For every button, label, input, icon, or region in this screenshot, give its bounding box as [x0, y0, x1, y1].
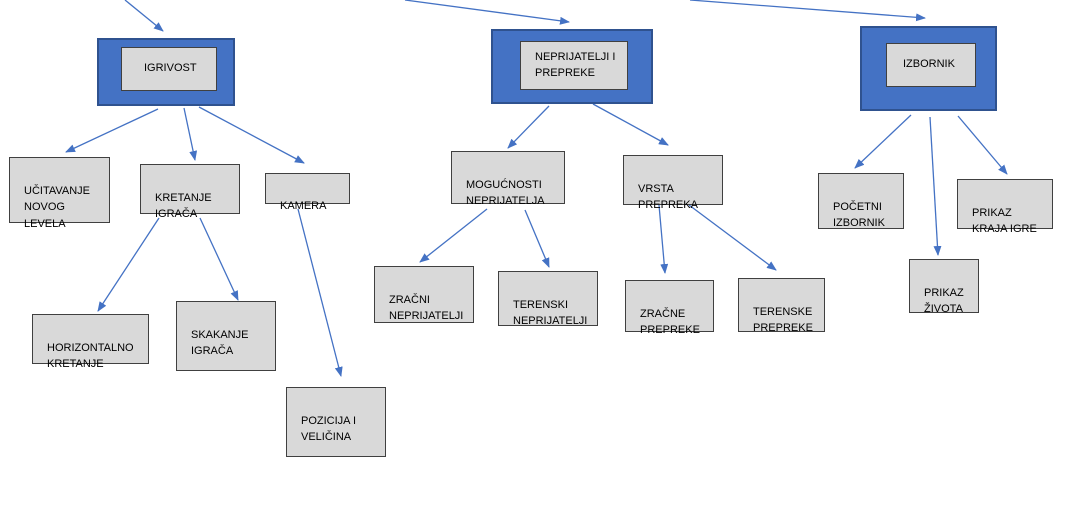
arrow-igrivost-to-ucitavanje [65, 108, 159, 153]
category-izbornik-label: IZBORNIK [903, 58, 955, 70]
node-ucitavanje-levela: UČITAVANJE NOVOG LEVELA [9, 157, 110, 230]
node-kamera: KAMERA [265, 173, 350, 212]
arrow-kretanje-to-skakanje [199, 217, 239, 301]
node-zracni-neprijatelji: ZRAČNI NEPRIJATELJI [374, 266, 474, 323]
arrow-root-to-igrivost [124, 0, 164, 32]
node-horizontalno-label: HORIZONTALNO KRETANJE [47, 341, 134, 371]
arrow-izbornik-to-pocetni [854, 114, 912, 169]
node-zracne-prepreke: ZRAČNE PREPREKE [625, 280, 714, 336]
node-horizontalno-kretanje: HORIZONTALNO KRETANJE [32, 314, 149, 370]
node-prikaz-kraja-label: PRIKAZ KRAJA IGRE [972, 206, 1037, 236]
arrow-mogucnosti-to-terenski [524, 209, 550, 268]
arrow-root-to-izbornik [689, 0, 926, 22]
node-terenski-neprijatelji-label: TERENSKI NEPRIJATELJI [513, 298, 588, 328]
arrow-igrivost-to-kamera [198, 106, 305, 164]
arrow-izbornik-to-zivota [929, 116, 942, 256]
category-igrivost-label-box: IGRIVOST [121, 47, 217, 91]
node-pocetni-label: POČETNI IZBORNIK [833, 200, 885, 230]
arrow-vrsta-to-terenske [688, 204, 777, 271]
node-zracni-neprijatelji-label: ZRAČNI NEPRIJATELJI [389, 293, 464, 323]
node-pozicija-velicina: POZICIJA I VELIČINA [286, 387, 386, 457]
node-zracne-prepreke-label: ZRAČNE PREPREKE [640, 307, 700, 337]
node-terenske-prepreke: TERENSKE PREPREKE [738, 278, 825, 335]
node-prikaz-zivota-label: PRIKAZ ŽIVOTA [924, 286, 964, 316]
category-izbornik: IZBORNIK [860, 26, 997, 111]
node-vrsta-prepreka: VRSTA PREPREKA [623, 155, 723, 211]
arrow-root-to-neprijatelji [404, 0, 570, 25]
node-prikaz-kraja-igre: PRIKAZ KRAJA IGRE [957, 179, 1053, 235]
node-terenski-neprijatelji: TERENSKI NEPRIJATELJI [498, 271, 598, 328]
node-ucitavanje-label: UČITAVANJE NOVOG LEVELA [24, 184, 91, 230]
arrow-kretanje-to-horizontalno [97, 217, 160, 312]
node-skakanje-label: SKAKANJE IGRAČA [191, 328, 249, 358]
arrow-kamera-to-pozicija [297, 208, 343, 377]
node-vrsta-label: VRSTA PREPREKA [638, 182, 698, 212]
node-prikaz-zivota: PRIKAZ ŽIVOTA [909, 259, 979, 316]
arrow-neprijatelji-to-mogucnosti [507, 105, 550, 149]
node-terenske-prepreke-label: TERENSKE PREPREKE [753, 305, 813, 335]
category-izbornik-label-box: IZBORNIK [886, 43, 976, 87]
category-igrivost-label: IGRIVOST [144, 62, 197, 74]
node-skakanje-igraca: SKAKANJE IGRAČA [176, 301, 276, 371]
category-neprijatelji-prepreke: NEPRIJATELJI I PREPREKE [491, 29, 653, 104]
node-pocetni-izbornik: POČETNI IZBORNIK [818, 173, 904, 229]
node-mogucnosti-label: MOGUĆNOSTI NEPRIJATELJA [466, 178, 545, 208]
category-neprijatelji-label-box: NEPRIJATELJI I PREPREKE [520, 41, 628, 90]
arrow-izbornik-to-kraj [957, 115, 1008, 175]
category-neprijatelji-label: NEPRIJATELJI I PREPREKE [535, 51, 616, 79]
arrow-mogucnosti-to-zracni [419, 208, 488, 263]
category-igrivost: IGRIVOST [97, 38, 235, 106]
node-pozicija-label: POZICIJA I VELIČINA [301, 414, 357, 444]
node-kamera-label: KAMERA [280, 199, 327, 212]
node-kretanje-igraca: KRETANJE IGRAČA [140, 164, 240, 220]
node-mogucnosti-neprijatelja: MOGUĆNOSTI NEPRIJATELJA [451, 151, 565, 207]
arrow-igrivost-to-kretanje [183, 107, 198, 161]
arrow-neprijatelji-to-vrsta [592, 103, 669, 146]
arrow-vrsta-to-zracne [658, 204, 669, 274]
node-kretanje-label: KRETANJE IGRAČA [155, 191, 212, 221]
